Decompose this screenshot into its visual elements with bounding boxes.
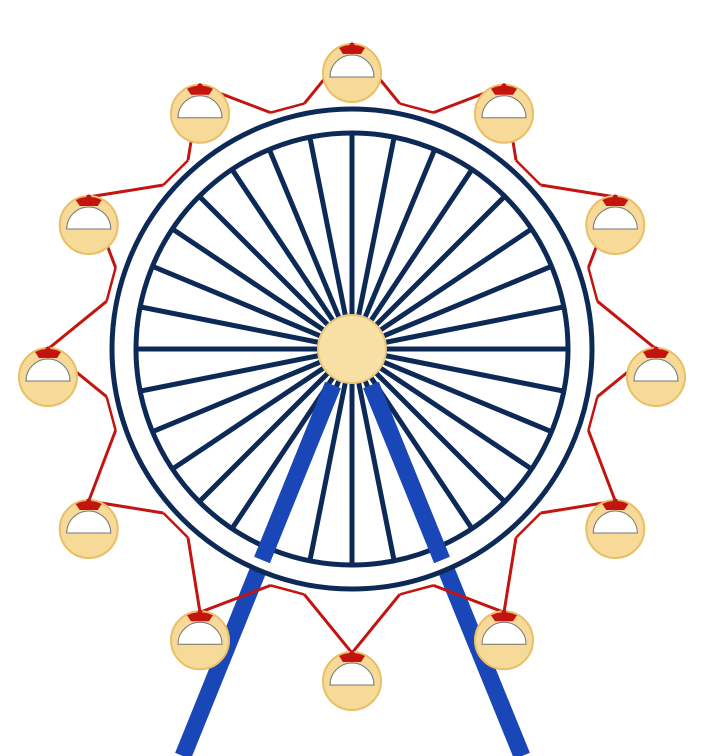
wheel-spoke bbox=[151, 358, 325, 434]
arm-frame-segment bbox=[399, 584, 434, 596]
gondola-window bbox=[592, 510, 638, 534]
gondola-window bbox=[329, 662, 375, 686]
arm-frame-segment bbox=[270, 102, 305, 114]
gondola bbox=[474, 609, 534, 671]
wheel-spoke bbox=[379, 358, 553, 434]
gondola-pivot bbox=[197, 83, 203, 89]
gondola-roof bbox=[35, 348, 61, 358]
gondola-pivot bbox=[612, 194, 618, 200]
gondola-roof bbox=[187, 612, 213, 622]
wheel-spoke bbox=[307, 136, 349, 321]
inner-rim bbox=[133, 130, 571, 568]
wheel-spoke bbox=[372, 369, 506, 503]
wheel-spoke bbox=[230, 168, 337, 325]
wheel-hub bbox=[317, 314, 387, 384]
wheel-spoke bbox=[198, 369, 332, 503]
wheel-spoke bbox=[355, 377, 397, 562]
gondola-pivot bbox=[501, 83, 507, 89]
arm-frame-segment bbox=[515, 512, 542, 539]
wheel-spoke bbox=[376, 227, 533, 334]
arm-frame-segment bbox=[270, 584, 305, 596]
gondola bbox=[170, 83, 230, 144]
wheel-spoke bbox=[372, 195, 506, 329]
gondola-roof bbox=[339, 44, 365, 54]
left-support-leg-front bbox=[254, 381, 341, 564]
wheel-spoke bbox=[151, 264, 325, 340]
gondola-pivot bbox=[349, 650, 355, 656]
outer-rim bbox=[109, 106, 595, 592]
gondola-roof bbox=[187, 85, 213, 95]
wheel-spoke bbox=[139, 352, 324, 394]
gondola-roof bbox=[339, 652, 365, 662]
gondola-roof bbox=[602, 196, 629, 206]
wheel-spoke bbox=[367, 373, 474, 530]
gondola bbox=[170, 609, 230, 671]
wheel-spoke bbox=[171, 364, 328, 471]
wheel-spoke bbox=[198, 195, 332, 329]
gondola-pivot bbox=[653, 346, 659, 352]
gondola-pivot bbox=[349, 42, 355, 48]
gondola bbox=[585, 498, 646, 559]
wheel-spoke bbox=[307, 377, 349, 562]
gondola-window bbox=[592, 206, 638, 230]
wheel bbox=[109, 106, 595, 592]
wheel-spoke bbox=[367, 168, 474, 325]
wheel-spoke bbox=[380, 352, 565, 394]
gondola bbox=[58, 194, 119, 255]
arm-frame-segment bbox=[162, 159, 189, 186]
wheel-spoke bbox=[380, 304, 565, 346]
wheel-spoke bbox=[230, 373, 337, 530]
gondola bbox=[626, 346, 686, 407]
gondola-window bbox=[25, 358, 71, 382]
gondola bbox=[322, 650, 382, 711]
wheel-spoke bbox=[376, 364, 533, 471]
arm-frame-segment bbox=[587, 396, 599, 431]
wheel-spoke bbox=[379, 264, 553, 340]
gondolas bbox=[18, 42, 686, 711]
gondola-roof bbox=[602, 500, 629, 510]
gondola bbox=[18, 346, 78, 407]
gondola-pivot bbox=[501, 609, 507, 615]
wheel-spoke bbox=[267, 148, 343, 322]
gondola bbox=[322, 42, 382, 103]
arm-frame-segment bbox=[105, 267, 117, 302]
gondola-roof bbox=[491, 85, 517, 95]
wheel-spoke bbox=[171, 227, 328, 334]
gondola-roof bbox=[75, 500, 102, 510]
gondola-pivot bbox=[612, 498, 618, 504]
gondola-window bbox=[66, 510, 112, 534]
gondola-window bbox=[481, 621, 527, 645]
gondola-pivot bbox=[45, 346, 51, 352]
gondola-roof bbox=[491, 612, 517, 622]
gondola bbox=[585, 194, 646, 255]
gondola-window bbox=[177, 621, 223, 645]
gondola-pivot bbox=[197, 609, 203, 615]
gondola bbox=[474, 83, 534, 144]
arm-frame-segment bbox=[105, 396, 117, 431]
arm-frame-segment bbox=[162, 512, 189, 539]
wheel-spoke bbox=[355, 136, 397, 321]
gondola-window bbox=[481, 95, 527, 119]
gondola-roof bbox=[75, 196, 102, 206]
gondola-window bbox=[177, 95, 223, 119]
gondola-window bbox=[329, 54, 375, 78]
gondola-window bbox=[66, 206, 112, 230]
arm-frame-segment bbox=[587, 267, 599, 302]
gondola-pivot bbox=[86, 498, 92, 504]
gondola-arm bbox=[303, 593, 401, 656]
arm-frame-segment bbox=[515, 159, 542, 186]
wheel-spoke bbox=[361, 148, 437, 322]
gondola bbox=[58, 498, 119, 559]
arm-frame-segment bbox=[399, 102, 434, 114]
gondola-window bbox=[633, 358, 679, 382]
gondola-pivot bbox=[86, 194, 92, 200]
gondola-roof bbox=[643, 348, 669, 358]
right-support-leg-front bbox=[363, 381, 450, 564]
wheel-spoke bbox=[139, 304, 324, 346]
